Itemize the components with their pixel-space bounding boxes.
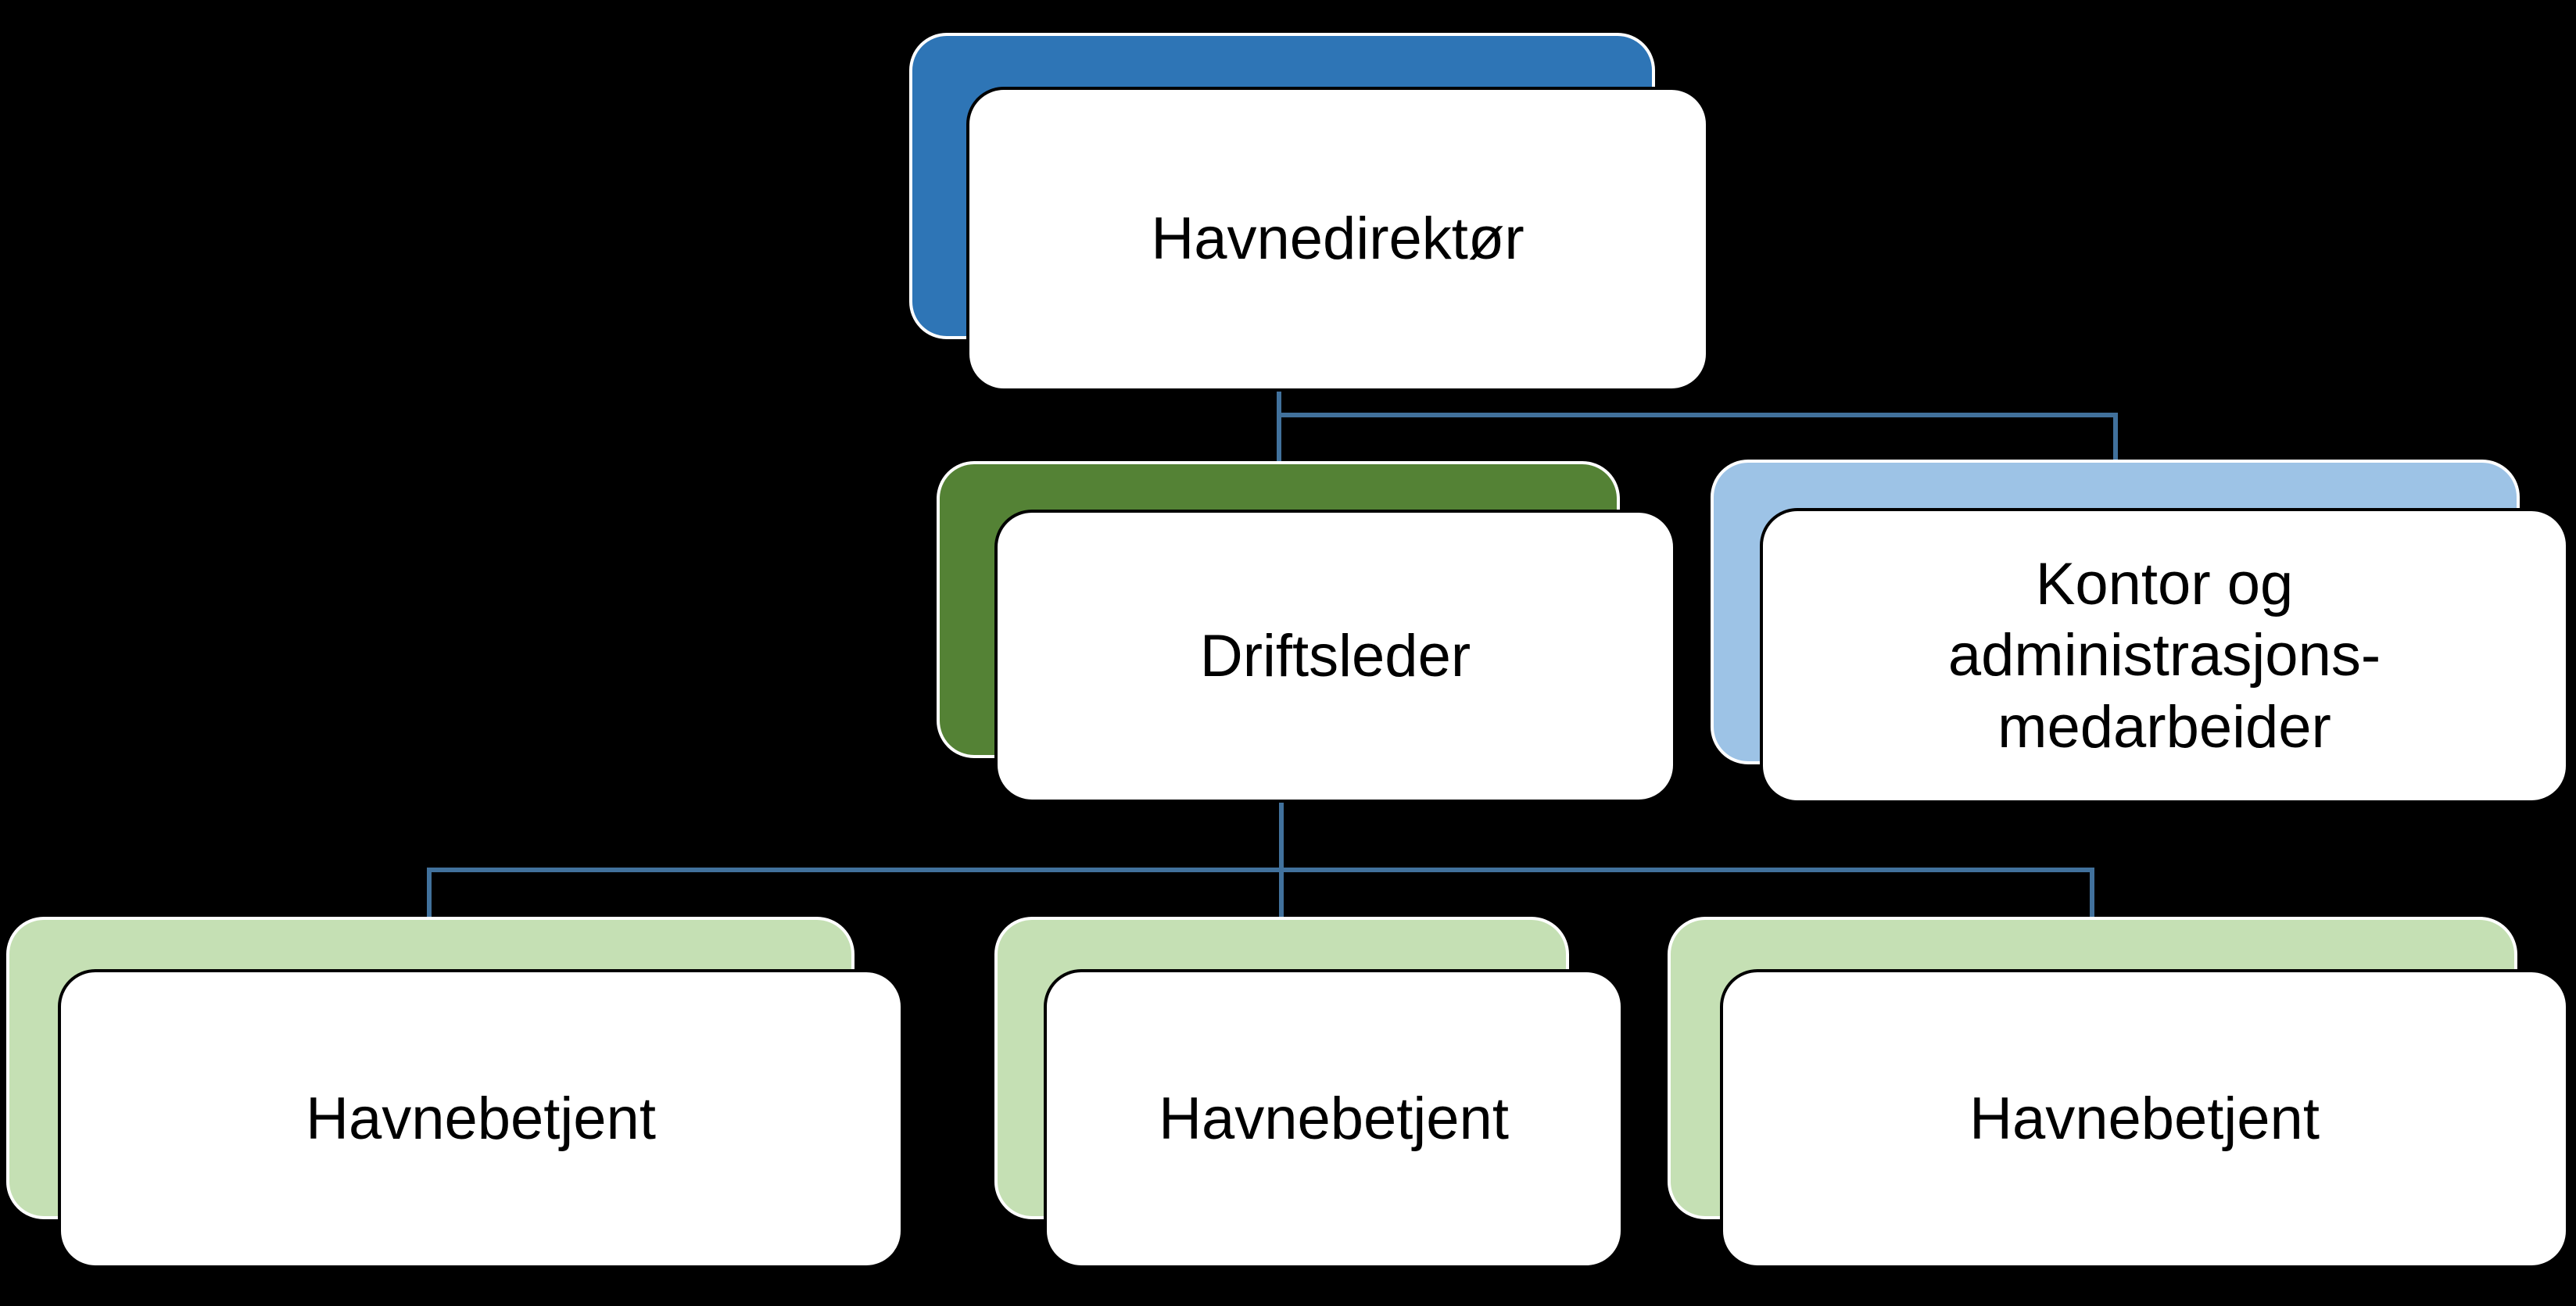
connector-to-kontor <box>2113 413 2118 461</box>
node-havnebetjent-1-label: Havnebetjent <box>306 1085 656 1152</box>
node-kontor: Kontor og administrasjons- medarbeider <box>1760 508 2569 803</box>
node-kontor-label-line1: Kontor og <box>2035 551 2294 618</box>
node-havnebetjent-3-label: Havnebetjent <box>1969 1085 2320 1152</box>
connector-level3-horizontal <box>427 868 2094 872</box>
node-driftsleder-label: Driftsleder <box>1199 622 1471 689</box>
connector-driftsleder-to-level3 <box>1279 801 1284 919</box>
node-kontor-label-line2: administrasjons- <box>1947 622 2381 689</box>
connector-to-havnebetjent-3 <box>2090 868 2094 919</box>
node-driftsleder: Driftsleder <box>994 510 1676 803</box>
connector-to-havnebetjent-1 <box>427 868 432 919</box>
connector-level2-horizontal <box>1277 413 2118 417</box>
node-havnedirektor: Havnedirektør <box>966 87 1709 392</box>
node-havnebetjent-3: Havnebetjent <box>1720 969 2569 1268</box>
node-havnedirektor-label: Havnedirektør <box>1151 206 1524 273</box>
node-kontor-label: Kontor og administrasjons- medarbeider <box>1948 549 2381 763</box>
node-havnebetjent-2-label: Havnebetjent <box>1159 1085 1509 1152</box>
node-havnebetjent-2: Havnebetjent <box>1044 969 1624 1268</box>
node-havnebetjent-1: Havnebetjent <box>58 969 904 1268</box>
node-kontor-label-line3: medarbeider <box>1997 693 2331 760</box>
connector-root-to-level2 <box>1277 390 1281 461</box>
